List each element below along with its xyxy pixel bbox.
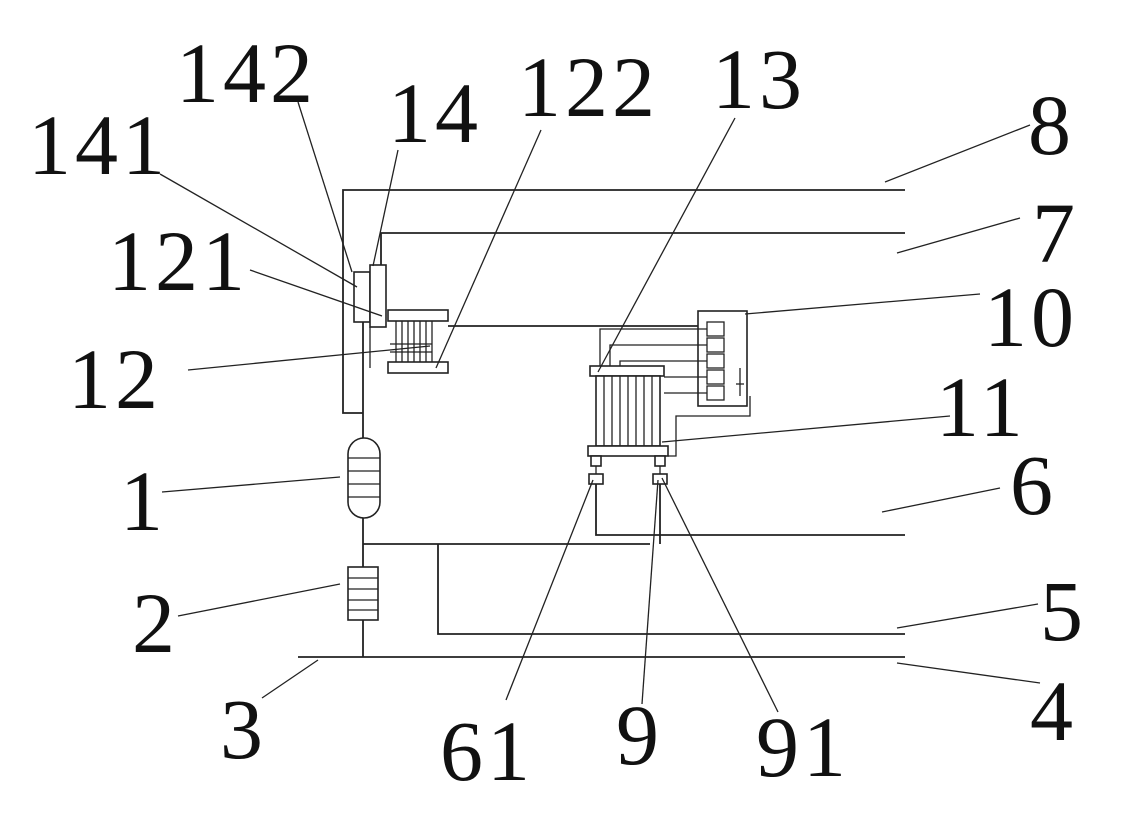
- label-4: 4: [1030, 663, 1077, 759]
- label-11: 11: [936, 359, 1027, 455]
- component-2-filter: [347, 566, 379, 621]
- label-7: 7: [1032, 185, 1079, 281]
- part-11-base: [587, 445, 669, 457]
- line-8: [342, 189, 905, 414]
- label-10: 10: [984, 269, 1078, 365]
- label-8: 8: [1028, 77, 1075, 173]
- line-6: [595, 484, 905, 536]
- label-1: 1: [120, 453, 167, 549]
- label-121: 121: [108, 213, 249, 309]
- component-1-vessel: [347, 437, 381, 519]
- label-2: 2: [132, 575, 179, 671]
- label-61: 61: [440, 703, 534, 799]
- part-122: [387, 361, 449, 374]
- component-10-controller: [697, 310, 748, 407]
- label-3: 3: [220, 681, 267, 777]
- reference-labels: 142 14 122 13 141 8 7 121 10 12 11 1 6 2…: [28, 25, 1087, 799]
- label-12: 12: [68, 331, 162, 427]
- line-5: [437, 544, 905, 635]
- component-14-assembly: [353, 264, 387, 368]
- label-5: 5: [1040, 563, 1087, 659]
- component-13-stack: [587, 328, 751, 485]
- label-91: 91: [756, 699, 850, 795]
- label-142: 142: [176, 25, 317, 121]
- label-13: 13: [712, 31, 806, 127]
- part-142: [369, 264, 387, 328]
- leader-lines: [159, 101, 1041, 713]
- component-12-assembly: [387, 309, 698, 374]
- line-7: [380, 232, 905, 266]
- label-9: 9: [616, 687, 663, 783]
- label-14: 14: [388, 65, 482, 161]
- label-122: 122: [518, 39, 659, 135]
- part-141: [353, 271, 371, 323]
- part-121: [387, 309, 449, 322]
- label-6: 6: [1010, 437, 1057, 533]
- main-lines: [298, 189, 905, 658]
- label-141: 141: [28, 97, 169, 193]
